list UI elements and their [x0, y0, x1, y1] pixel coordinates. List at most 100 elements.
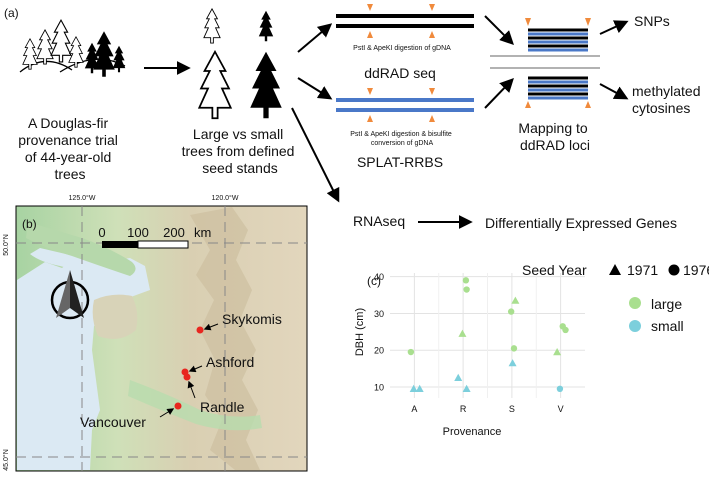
legend-large-swatch — [629, 297, 641, 309]
site-label: Ashford — [206, 354, 254, 370]
panel-a: (a) A Douglas-fir provenance trial of 44… — [4, 4, 704, 231]
deg-label: Differentially Expressed Genes — [485, 215, 677, 231]
tree-solid-icon — [112, 45, 126, 73]
cut-site-icon — [367, 115, 373, 122]
splat-digest-note: PstI & ApeKI digestion & bisulfite conve… — [350, 131, 454, 147]
x-tick-label: S — [509, 404, 515, 414]
legend-1976: 1976 — [683, 262, 709, 278]
cut-site-icon — [585, 18, 591, 26]
data-point-triangle — [454, 373, 463, 381]
cut-site-icon — [429, 115, 435, 122]
svg-text:200: 200 — [163, 225, 185, 240]
site-marker — [196, 326, 204, 334]
forest-icon — [19, 19, 126, 77]
y-tick-label: 40 — [374, 272, 384, 282]
ddrad-digest-note: PstI & ApeKI digestion of gDNA — [353, 45, 451, 52]
rnaseq-label: RNAseq — [353, 213, 405, 229]
data-point-circle — [559, 323, 566, 330]
x-tick-label: R — [460, 404, 467, 414]
large-tree-solid-icon — [250, 51, 282, 119]
legend-triangle-marker — [609, 264, 621, 275]
site-label: Randle — [200, 399, 245, 415]
data-point-triangle — [415, 384, 424, 393]
cut-site-icon — [525, 101, 531, 108]
arrow-to-splat — [297, 77, 333, 100]
legend-large: large — [651, 296, 682, 312]
north-arrow-icon — [50, 270, 90, 320]
x-axis-label: Provenance — [443, 426, 502, 438]
y-tick-label: 30 — [374, 309, 384, 319]
strait — [30, 248, 135, 290]
lon-tick-125: 125.0°W — [69, 194, 96, 202]
site-skykomis: Skykomis — [196, 311, 282, 334]
data-point-triangle — [553, 348, 562, 356]
panel-a-label: (a) — [4, 6, 19, 20]
data-point-circle — [510, 345, 518, 352]
arrow-ddrad-to-mapping — [484, 15, 514, 45]
cut-site-icon — [429, 4, 435, 11]
legend-1971: 1971 — [627, 262, 658, 278]
legend-small: small — [651, 318, 684, 334]
data-point-circle — [462, 277, 470, 284]
y-tick-label: 10 — [374, 382, 384, 392]
site-marker — [174, 402, 182, 410]
arrow-splat-to-mapping — [484, 77, 514, 109]
valley — [128, 380, 262, 431]
vancouver-island — [26, 222, 136, 276]
ddrad-label: ddRAD seq — [364, 65, 436, 81]
data-point-triangle — [409, 384, 418, 393]
trial-text: A Douglas-fir provenance trial of 44-yea… — [18, 115, 122, 182]
lon-tick-120: 120.0°W — [212, 194, 239, 202]
olympic-peninsula — [92, 294, 138, 339]
data-point-circle — [507, 308, 515, 315]
ocean — [17, 250, 150, 470]
tree-solid-icon — [93, 31, 115, 77]
trees-text: Large vs small trees from defined seed s… — [182, 126, 299, 176]
data-point-triangle — [462, 384, 471, 393]
x-tick-label: V — [558, 404, 564, 414]
lat-tick-50: 50.0°N — [2, 234, 10, 255]
small-tree-outline-icon — [203, 8, 221, 44]
panel-b-label: (b) — [22, 217, 37, 231]
arrow-to-snps — [599, 20, 629, 35]
panel-b-map: 125.0°W 120.0°W 50.0°N 45.0°N (b) 0 100 … — [2, 194, 308, 472]
svg-text:0: 0 — [98, 225, 105, 240]
arrow-to-methylated — [599, 83, 629, 100]
svg-text:km: km — [194, 225, 211, 240]
snps-label: SNPs — [634, 13, 670, 29]
lat-tick-45: 45.0°N — [2, 449, 10, 470]
site-label: Vancouver — [80, 414, 146, 430]
legend-shape-title: Seed Year — [522, 262, 587, 278]
y-tick-label: 20 — [374, 346, 384, 356]
ddrad-reads — [336, 4, 474, 38]
tree-outline-icon — [68, 36, 84, 68]
tree-outline-icon — [50, 19, 72, 63]
site-marker — [183, 373, 191, 381]
cut-site-icon — [367, 88, 373, 95]
large-tree-outline-icon — [198, 50, 232, 120]
y-tick-labels: 10 20 30 40 — [374, 272, 384, 392]
data-point-circle — [556, 385, 564, 393]
mapped-reads — [490, 18, 600, 108]
splat-reads — [336, 88, 474, 122]
cut-site-icon — [525, 18, 531, 26]
methylated-label: methylated cytosines — [632, 83, 704, 116]
data-point-triangle — [458, 329, 467, 337]
data-point-circle — [407, 348, 415, 356]
tree-outline-icon — [36, 29, 54, 65]
small-tree-solid-icon — [258, 10, 274, 42]
splat-label: SPLAT-RRBS — [357, 154, 443, 170]
y-axis-label: DBH (cm) — [354, 308, 366, 356]
chart-grid — [390, 273, 585, 398]
legend-small-swatch — [629, 320, 641, 332]
data-point-circle — [463, 286, 470, 293]
site-randle: Randle — [183, 373, 245, 415]
arrow-to-rnaseq — [291, 107, 340, 203]
scale-bar: 0 100 200 km — [98, 225, 211, 249]
cut-site-icon — [429, 88, 435, 95]
data-point-triangle — [511, 296, 520, 304]
svg-text:100: 100 — [127, 225, 149, 240]
legend-circle-marker — [668, 264, 680, 276]
